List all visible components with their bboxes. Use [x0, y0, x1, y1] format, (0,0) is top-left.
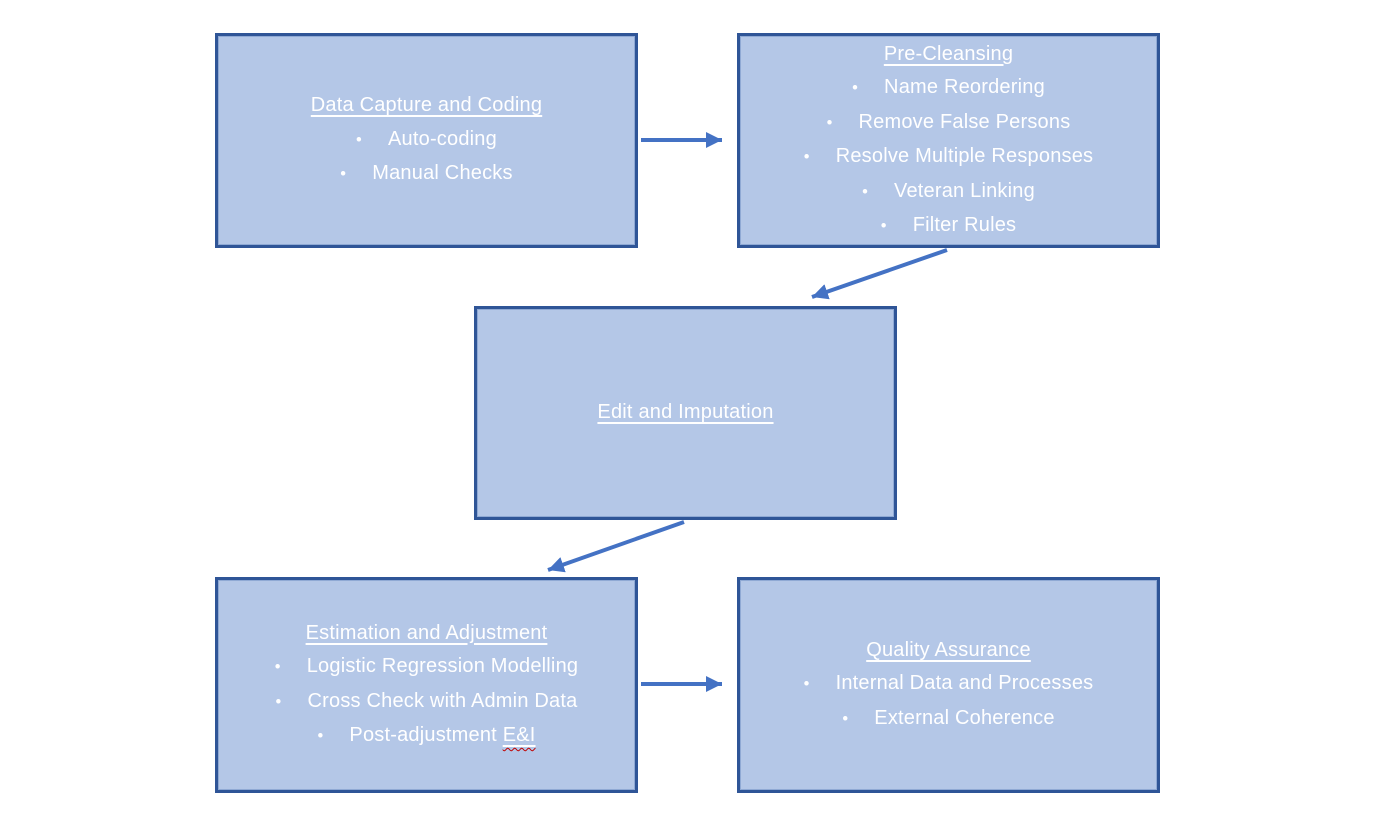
- bullet-icon: •: [356, 130, 362, 149]
- bullet-item: • Filter Rules: [881, 209, 1017, 244]
- bullet-icon: •: [862, 182, 869, 201]
- bullet-item: • Internal Data and Processes: [804, 667, 1094, 702]
- bullet-icon: •: [317, 727, 324, 745]
- node-title-line: Quality Assurance: [866, 634, 1031, 668]
- bullet-text: Filter Rules: [912, 214, 1017, 236]
- bullet-text: Resolve Multiple Responses: [835, 145, 1094, 167]
- node-estimation-and-adjustment: Estimation and Adjustment • Logistic Regr…: [215, 577, 638, 793]
- bullet-icon: •: [803, 148, 810, 166]
- node-title: Pre-Cleansing: [883, 42, 1014, 65]
- arrow-precleansing-to-edit-icon: [811, 248, 948, 300]
- bullet-icon: •: [842, 709, 849, 728]
- bullet-item: • Post-adjustment E&I: [317, 719, 535, 754]
- node-title: Edit and Imputation: [597, 401, 774, 424]
- node-data-capture-and-coding: Data Capture and Coding • Auto-coding • Ma…: [215, 33, 638, 248]
- spellcheck-flagged-term: E&I: [503, 724, 536, 746]
- bullet-item: • Manual Checks: [340, 157, 512, 192]
- bullet-icon: •: [274, 658, 281, 676]
- bullet-text: Logistic Regression Modelling: [306, 655, 579, 677]
- node-title-line: Data Capture and Coding: [311, 89, 542, 123]
- node-title: Data Capture and Coding: [310, 94, 543, 117]
- bullet-item: • Name Reordering: [852, 71, 1045, 106]
- node-title: Quality Assurance: [866, 638, 1031, 661]
- bullet-item: • Veteran Linking: [862, 175, 1035, 210]
- bullet-item: • Cross Check with Admin Data: [276, 685, 578, 720]
- bullet-text: External Coherence: [874, 706, 1055, 729]
- node-title-line: Estimation and Adjustment: [306, 617, 548, 651]
- node-title-line: Pre-Cleansing: [884, 38, 1013, 72]
- bullet-icon: •: [852, 79, 859, 97]
- bullet-item: • Auto-coding: [356, 123, 497, 158]
- bullet-icon: •: [880, 217, 887, 235]
- bullet-item: • Logistic Regression Modelling: [275, 650, 578, 685]
- bullet-item: • External Coherence: [842, 702, 1054, 737]
- bullet-text: Cross Check with Admin Data: [307, 689, 578, 712]
- arrow-edit-to-estimation-icon: [547, 520, 685, 573]
- bullet-text: Name Reordering: [884, 76, 1045, 98]
- node-edit-and-imputation: Edit and Imputation: [474, 306, 897, 520]
- bullet-icon: •: [826, 113, 833, 132]
- bullet-item: • Resolve Multiple Responses: [804, 140, 1094, 175]
- bullet-text-prefix: Post-adjustment: [349, 724, 503, 746]
- underlined-term: E&I: [502, 724, 536, 746]
- bullet-text: Internal Data and Processes: [835, 672, 1094, 695]
- bullet-icon: •: [275, 692, 282, 711]
- bullet-text: Manual Checks: [372, 162, 513, 185]
- bullet-icon: •: [340, 165, 347, 184]
- bullet-text: Post-adjustment E&I: [349, 719, 535, 753]
- bullet-item: • Remove False Persons: [827, 106, 1071, 141]
- node-pre-cleansing: Pre-Cleansing • Name Reordering • Remove F…: [737, 33, 1160, 248]
- bullet-text: Remove False Persons: [858, 110, 1071, 133]
- node-quality-assurance: Quality Assurance • Internal Data and Pro…: [737, 577, 1160, 793]
- node-title-line: Edit and Imputation: [597, 396, 773, 430]
- bullet-text: Auto-coding: [388, 127, 497, 150]
- node-title: Estimation and Adjustment: [305, 621, 548, 644]
- bullet-icon: •: [803, 675, 810, 694]
- bullet-text: Veteran Linking: [894, 179, 1035, 202]
